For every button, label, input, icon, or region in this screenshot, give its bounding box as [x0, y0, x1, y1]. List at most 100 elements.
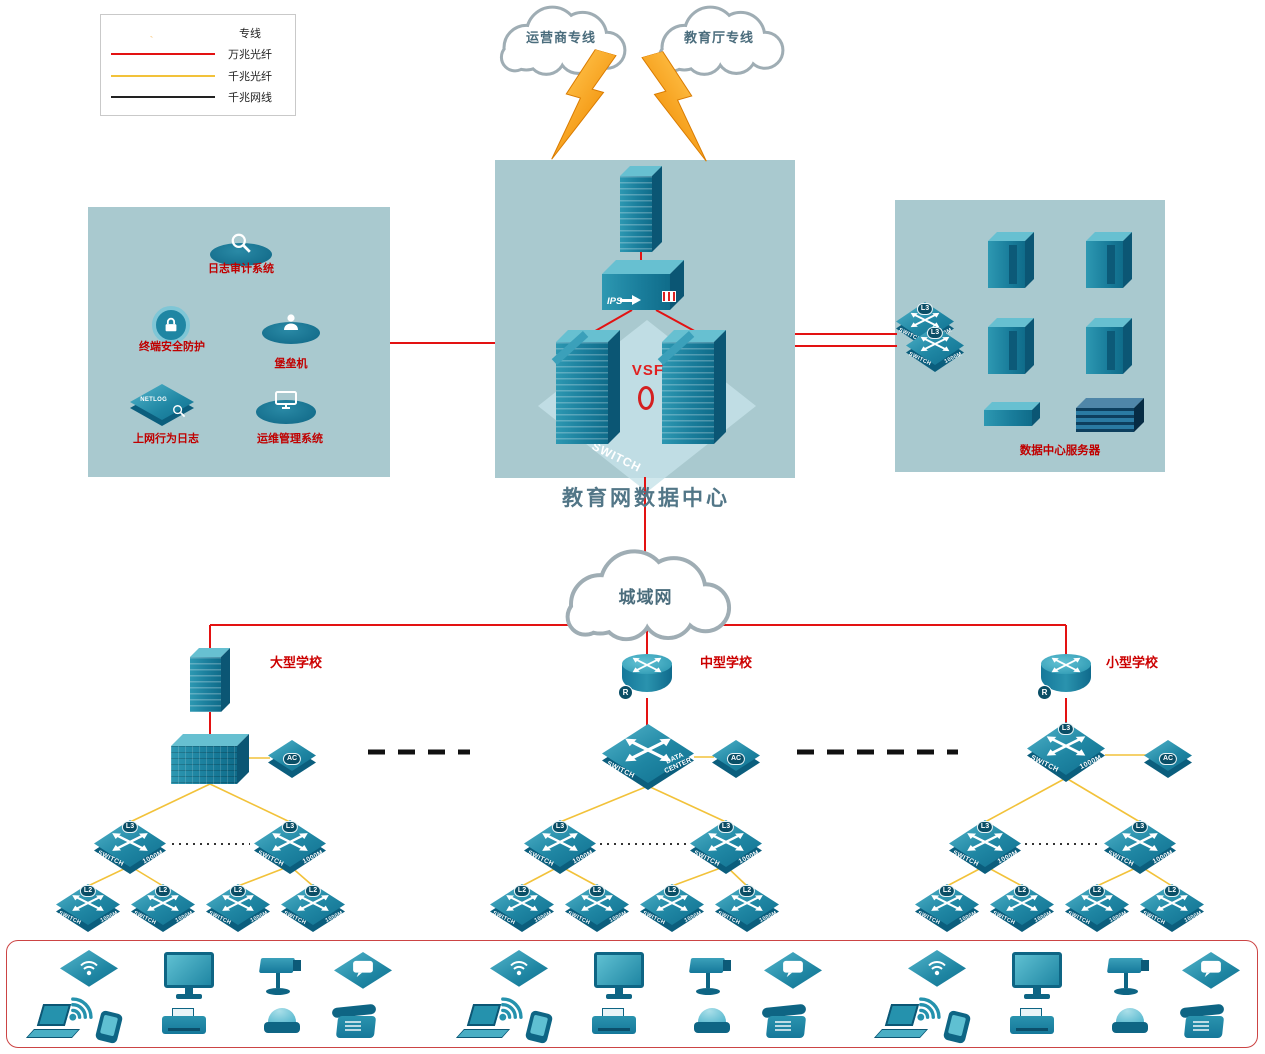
smartphone-icon — [94, 1009, 128, 1046]
log-audit-system-label: 日志审计系统 — [208, 263, 274, 275]
antenna-icon — [1158, 733, 1164, 744]
legend-label: 千兆网线 — [228, 91, 272, 104]
l2-switch: L2 SWITCH 1000M — [915, 884, 979, 932]
log-audit-system-icon — [210, 226, 272, 266]
lock-icon — [162, 316, 180, 334]
person-icon — [281, 312, 301, 332]
legend-row: 专线 — [111, 23, 285, 43]
laptop-icon — [455, 1004, 511, 1042]
isp-cloud-label: 运营商专线 — [525, 29, 596, 45]
black-line-icon — [111, 95, 215, 98]
l3-switch: L3 SWITCH 1000M — [690, 820, 762, 874]
l3-switch: L3 SWITCH 1000M — [94, 820, 166, 874]
datacenter-server — [988, 232, 1034, 288]
l2-switch: L2 SWITCH 1000M — [281, 884, 345, 932]
school-large-label: 大型学校 — [269, 655, 322, 670]
desktop-monitor-icon — [594, 952, 646, 1000]
l3-switch: L3 SWITCH 1000M — [524, 820, 596, 874]
l2-switch: L2 SWITCH 1000M — [990, 884, 1054, 932]
datacenter-appliance — [984, 402, 1040, 426]
printer-icon — [162, 1008, 208, 1038]
endpoint-device-group — [25, 946, 420, 1046]
antenna-icon — [726, 733, 732, 744]
legend-label: 千兆光纤 — [228, 70, 272, 83]
dome-camera-icon — [262, 1008, 302, 1034]
endpoint-security-icon — [152, 306, 190, 344]
red-line-icon — [111, 53, 215, 56]
large-school-ac: AC — [268, 733, 316, 778]
ips-port-icon — [620, 299, 632, 302]
ips-filter-icon — [662, 291, 676, 302]
endpoint-device-group — [455, 946, 850, 1046]
legend-row: 千兆网线 — [111, 87, 285, 107]
core-firewall — [620, 166, 662, 252]
l2-switch: L2 SWITCH 1000M — [640, 884, 704, 932]
large-school-firewall — [190, 648, 230, 712]
printer-icon — [1010, 1008, 1056, 1038]
desktop-monitor-icon — [1012, 952, 1064, 1000]
router-arrows-icon — [1050, 654, 1082, 675]
l3-switch: L3 SWITCH 1000M — [1104, 820, 1176, 874]
l2-switch: L2 SWITCH 1000M — [56, 884, 120, 932]
yellow-line-icon — [111, 74, 215, 77]
small-school-ac: AC — [1144, 733, 1192, 778]
ac-badge: AC — [1158, 752, 1178, 765]
wifi-icon — [507, 958, 531, 976]
chat-bubble-icon — [782, 960, 804, 978]
l3-switch: L3 SWITCH 1000M — [254, 820, 326, 874]
magnifier-icon — [230, 232, 252, 254]
voip-gateway-icon — [764, 952, 822, 992]
legend: 专线 万兆光纤 千兆光纤 千兆网线 — [100, 14, 296, 116]
server-zone-label: 数据中心服务器 — [1019, 445, 1101, 457]
antenna-icon — [740, 733, 746, 744]
ac-badge: AC — [282, 752, 302, 765]
netlog-icon: NETLOG — [130, 384, 194, 426]
isp-cloud: 运营商专线 — [482, 0, 640, 78]
telephone-icon — [331, 1003, 382, 1040]
datacenter-title: 教育网数据中心 — [562, 486, 730, 510]
bastion-host-label: 堡垒机 — [274, 358, 308, 370]
server-zone-switch: L3 SWITCH 1000M — [906, 326, 964, 372]
small-school-router: R — [1037, 654, 1091, 700]
ops-management-label: 运维管理系统 — [257, 433, 323, 445]
antenna-icon — [296, 733, 302, 744]
school-medium-label: 中型学校 — [699, 655, 752, 670]
printer-icon — [592, 1008, 638, 1038]
desktop-monitor-icon — [164, 952, 216, 1000]
laptop-icon — [25, 1004, 81, 1042]
wireless-ap-icon — [60, 950, 118, 990]
wireless-ap-icon — [908, 950, 966, 990]
ips-label: IPS — [607, 296, 623, 307]
l2-switch: L2 SWITCH 1000M — [490, 884, 554, 932]
large-school-core-switch — [171, 734, 249, 784]
magnifier-icon — [172, 404, 186, 418]
telephone-icon — [1179, 1003, 1230, 1040]
ptz-camera-icon — [686, 952, 736, 996]
school-small-label: 小型学校 — [1105, 655, 1158, 670]
monitor-icon — [275, 391, 297, 409]
voip-gateway-icon — [1182, 952, 1240, 992]
smartphone-icon — [524, 1009, 558, 1046]
laptop-icon — [873, 1004, 929, 1042]
dome-camera-icon — [1110, 1008, 1150, 1034]
dome-camera-icon — [692, 1008, 732, 1034]
wifi-icon — [925, 958, 949, 976]
antenna-icon — [282, 733, 288, 744]
l2-switch: L2 SWITCH 1000M — [1065, 884, 1129, 932]
l2-switch: L2 SWITCH 1000M — [565, 884, 629, 932]
chat-bubble-icon — [352, 960, 374, 978]
ips-arrow-icon — [632, 295, 641, 305]
router-badge: R — [1037, 685, 1052, 700]
voip-gateway-icon — [334, 952, 392, 992]
ops-management-icon — [256, 382, 316, 424]
lightning-icon — [148, 24, 178, 42]
vsf-label: VSF — [631, 362, 665, 379]
core-server-right — [657, 330, 726, 444]
ips-device: IPS — [602, 260, 684, 310]
vsf-link-icon — [638, 386, 654, 410]
l2-switch: L2 SWITCH 1000M — [131, 884, 195, 932]
l3-switch: L3 SWITCH 1000M — [949, 820, 1021, 874]
medium-school-ac: AC — [712, 733, 760, 778]
